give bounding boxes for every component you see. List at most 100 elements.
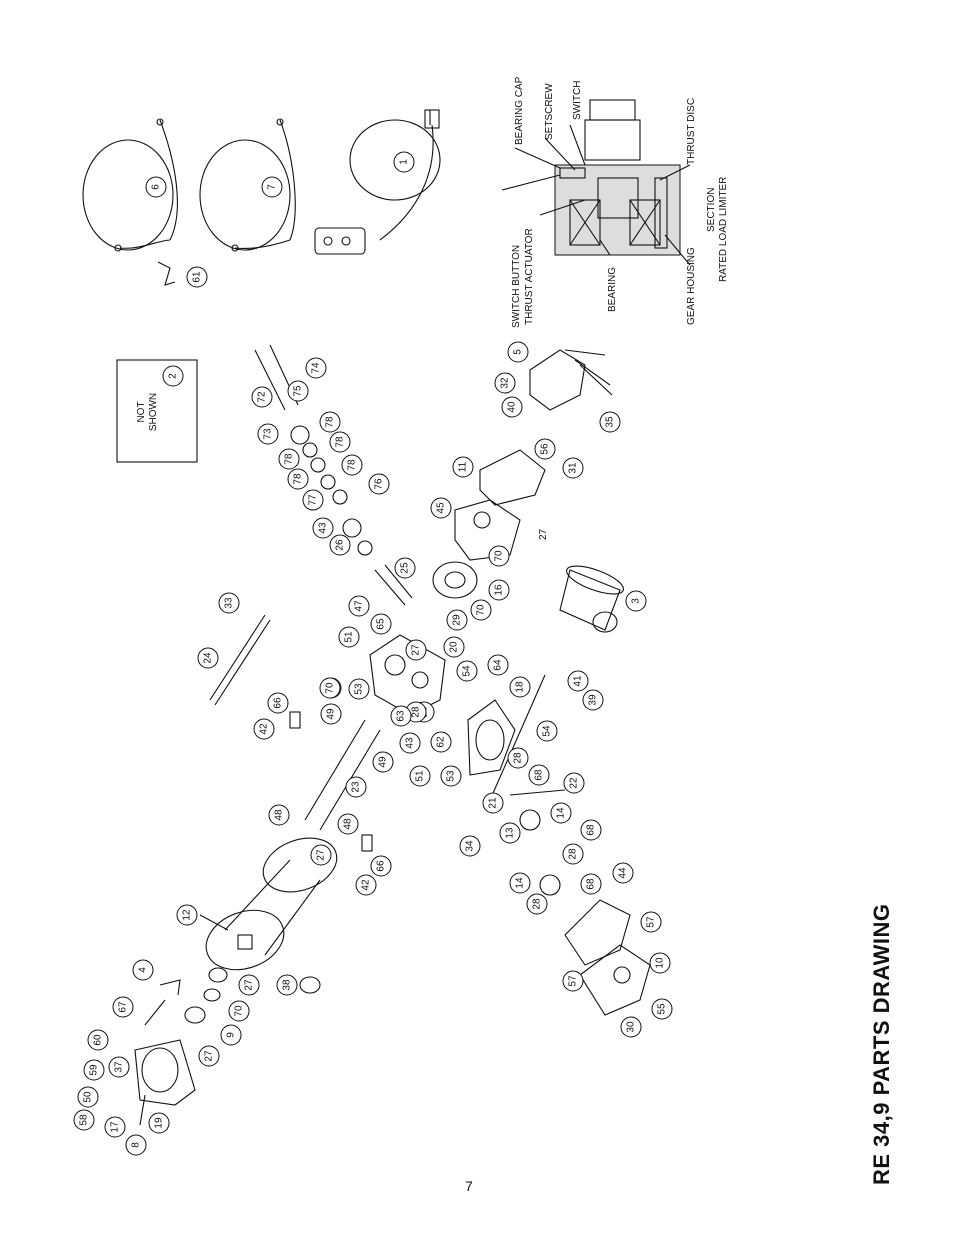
callout: 37 [108, 1056, 130, 1078]
drawing-title: RE 34,9 PARTS DRAWING [869, 904, 894, 1185]
callout: 1 [393, 151, 415, 173]
svg-text:28: 28 [513, 752, 524, 764]
callout: 28 [507, 747, 529, 769]
callout: 78 [329, 431, 351, 453]
callout: 9 [220, 1024, 242, 1046]
callout: 48 [337, 813, 359, 835]
callout: 18 [509, 676, 531, 698]
svg-text:51: 51 [344, 631, 355, 643]
svg-text:18: 18 [515, 681, 526, 693]
svg-text:62: 62 [436, 736, 447, 748]
callout: 32 [494, 372, 516, 394]
svg-text:4: 4 [138, 967, 149, 973]
callout: 11 [452, 456, 474, 478]
callout: 17 [104, 1116, 126, 1138]
svg-text:25: 25 [400, 562, 411, 574]
callout: 78 [287, 468, 309, 490]
label-switch: SWITCH [572, 81, 583, 120]
svg-text:42: 42 [259, 723, 270, 735]
svg-text:14: 14 [515, 877, 526, 889]
callout: 31 [562, 457, 584, 479]
svg-text:28: 28 [411, 706, 422, 718]
callout: 26 [329, 534, 351, 556]
label-switch-button: SWITCH BUTTON [511, 245, 522, 328]
callout: 8 [125, 1134, 147, 1156]
callout-2-not-shown: 2 [162, 365, 184, 387]
svg-text:78: 78 [284, 453, 295, 465]
svg-text:77: 77 [308, 494, 319, 506]
svg-text:30: 30 [626, 1021, 637, 1033]
leader-lines [139, 124, 691, 1126]
callout: 41 [567, 670, 589, 692]
svg-text:28: 28 [568, 848, 579, 860]
cable-assembly-7 [199, 118, 296, 252]
part-callouts: 1 3 4 5 6 7 8 9 10 11 12 13 14 14 16 17 … [73, 151, 673, 1156]
gear-housing-cover-18 [467, 699, 516, 776]
callout: 70 [319, 677, 341, 699]
svg-text:54: 54 [462, 665, 473, 677]
callout: 45 [430, 497, 452, 519]
callout: 16 [488, 579, 510, 601]
svg-text:53: 53 [354, 683, 365, 695]
gear-housing-cover-45 [454, 499, 521, 561]
svg-text:74: 74 [311, 362, 322, 374]
callout: 13 [499, 822, 521, 844]
pendant-control-1 [314, 109, 441, 255]
svg-text:63: 63 [396, 710, 407, 722]
svg-text:29: 29 [452, 614, 463, 626]
svg-text:35: 35 [605, 416, 616, 428]
svg-text:23: 23 [351, 781, 362, 793]
svg-text:55: 55 [657, 1003, 668, 1015]
section-rated-load-limiter [554, 99, 681, 256]
callout: 27 [405, 639, 427, 661]
callout: 56 [534, 438, 556, 460]
not-shown-box: NOT SHOWN [116, 359, 198, 463]
svg-text:68: 68 [534, 769, 545, 781]
callout: 27 [310, 844, 332, 866]
svg-text:9: 9 [226, 1032, 237, 1038]
callout: 27 [198, 1045, 220, 1067]
callout: 72 [251, 386, 273, 408]
callout: 51 [409, 765, 431, 787]
not-shown-line1: NOT [136, 401, 147, 422]
callout: 68 [580, 819, 602, 841]
svg-text:14: 14 [556, 807, 567, 819]
motor-3 [559, 565, 624, 633]
callout: 28 [526, 893, 548, 915]
callout: 62 [430, 731, 452, 753]
tie-rod-23 [304, 719, 381, 831]
svg-text:20: 20 [449, 641, 460, 653]
svg-text:78: 78 [335, 436, 346, 448]
svg-text:49: 49 [326, 708, 337, 720]
callout: 14 [509, 872, 531, 894]
svg-text:39: 39 [588, 694, 599, 706]
end-housing-19 [134, 1039, 196, 1106]
input-shaft-25 [374, 564, 413, 606]
planet-gears-13-14 [519, 809, 561, 896]
svg-text:28: 28 [532, 898, 543, 910]
svg-text:10: 10 [655, 957, 666, 969]
label-thrust-actuator: THRUST ACTUATOR [524, 228, 535, 325]
svg-text:48: 48 [274, 809, 285, 821]
callout: 58 [73, 1109, 95, 1131]
drum-12 [205, 837, 338, 971]
label-section: SECTION [706, 188, 717, 232]
callout: 70 [228, 1000, 250, 1022]
label-gear-housing: GEAR HOUSING [686, 247, 697, 325]
callout: 35 [599, 411, 621, 433]
gasket-44 [564, 899, 631, 966]
svg-text:72: 72 [257, 391, 268, 403]
label-setscrew: SETSCREW [544, 83, 555, 140]
svg-text:42: 42 [361, 879, 372, 891]
svg-text:57: 57 [568, 975, 579, 987]
label-rated-load-limiter: RATED LOAD LIMITER [718, 177, 729, 282]
svg-text:51: 51 [415, 770, 426, 782]
svg-text:3: 3 [631, 598, 642, 604]
section-labels: BEARING CAP SETSCREW SWITCH THRUST DISC … [511, 76, 729, 540]
svg-text:75: 75 [293, 385, 304, 397]
svg-text:40: 40 [507, 401, 518, 413]
callout: 3 [625, 590, 647, 612]
callout: 70 [488, 545, 510, 567]
